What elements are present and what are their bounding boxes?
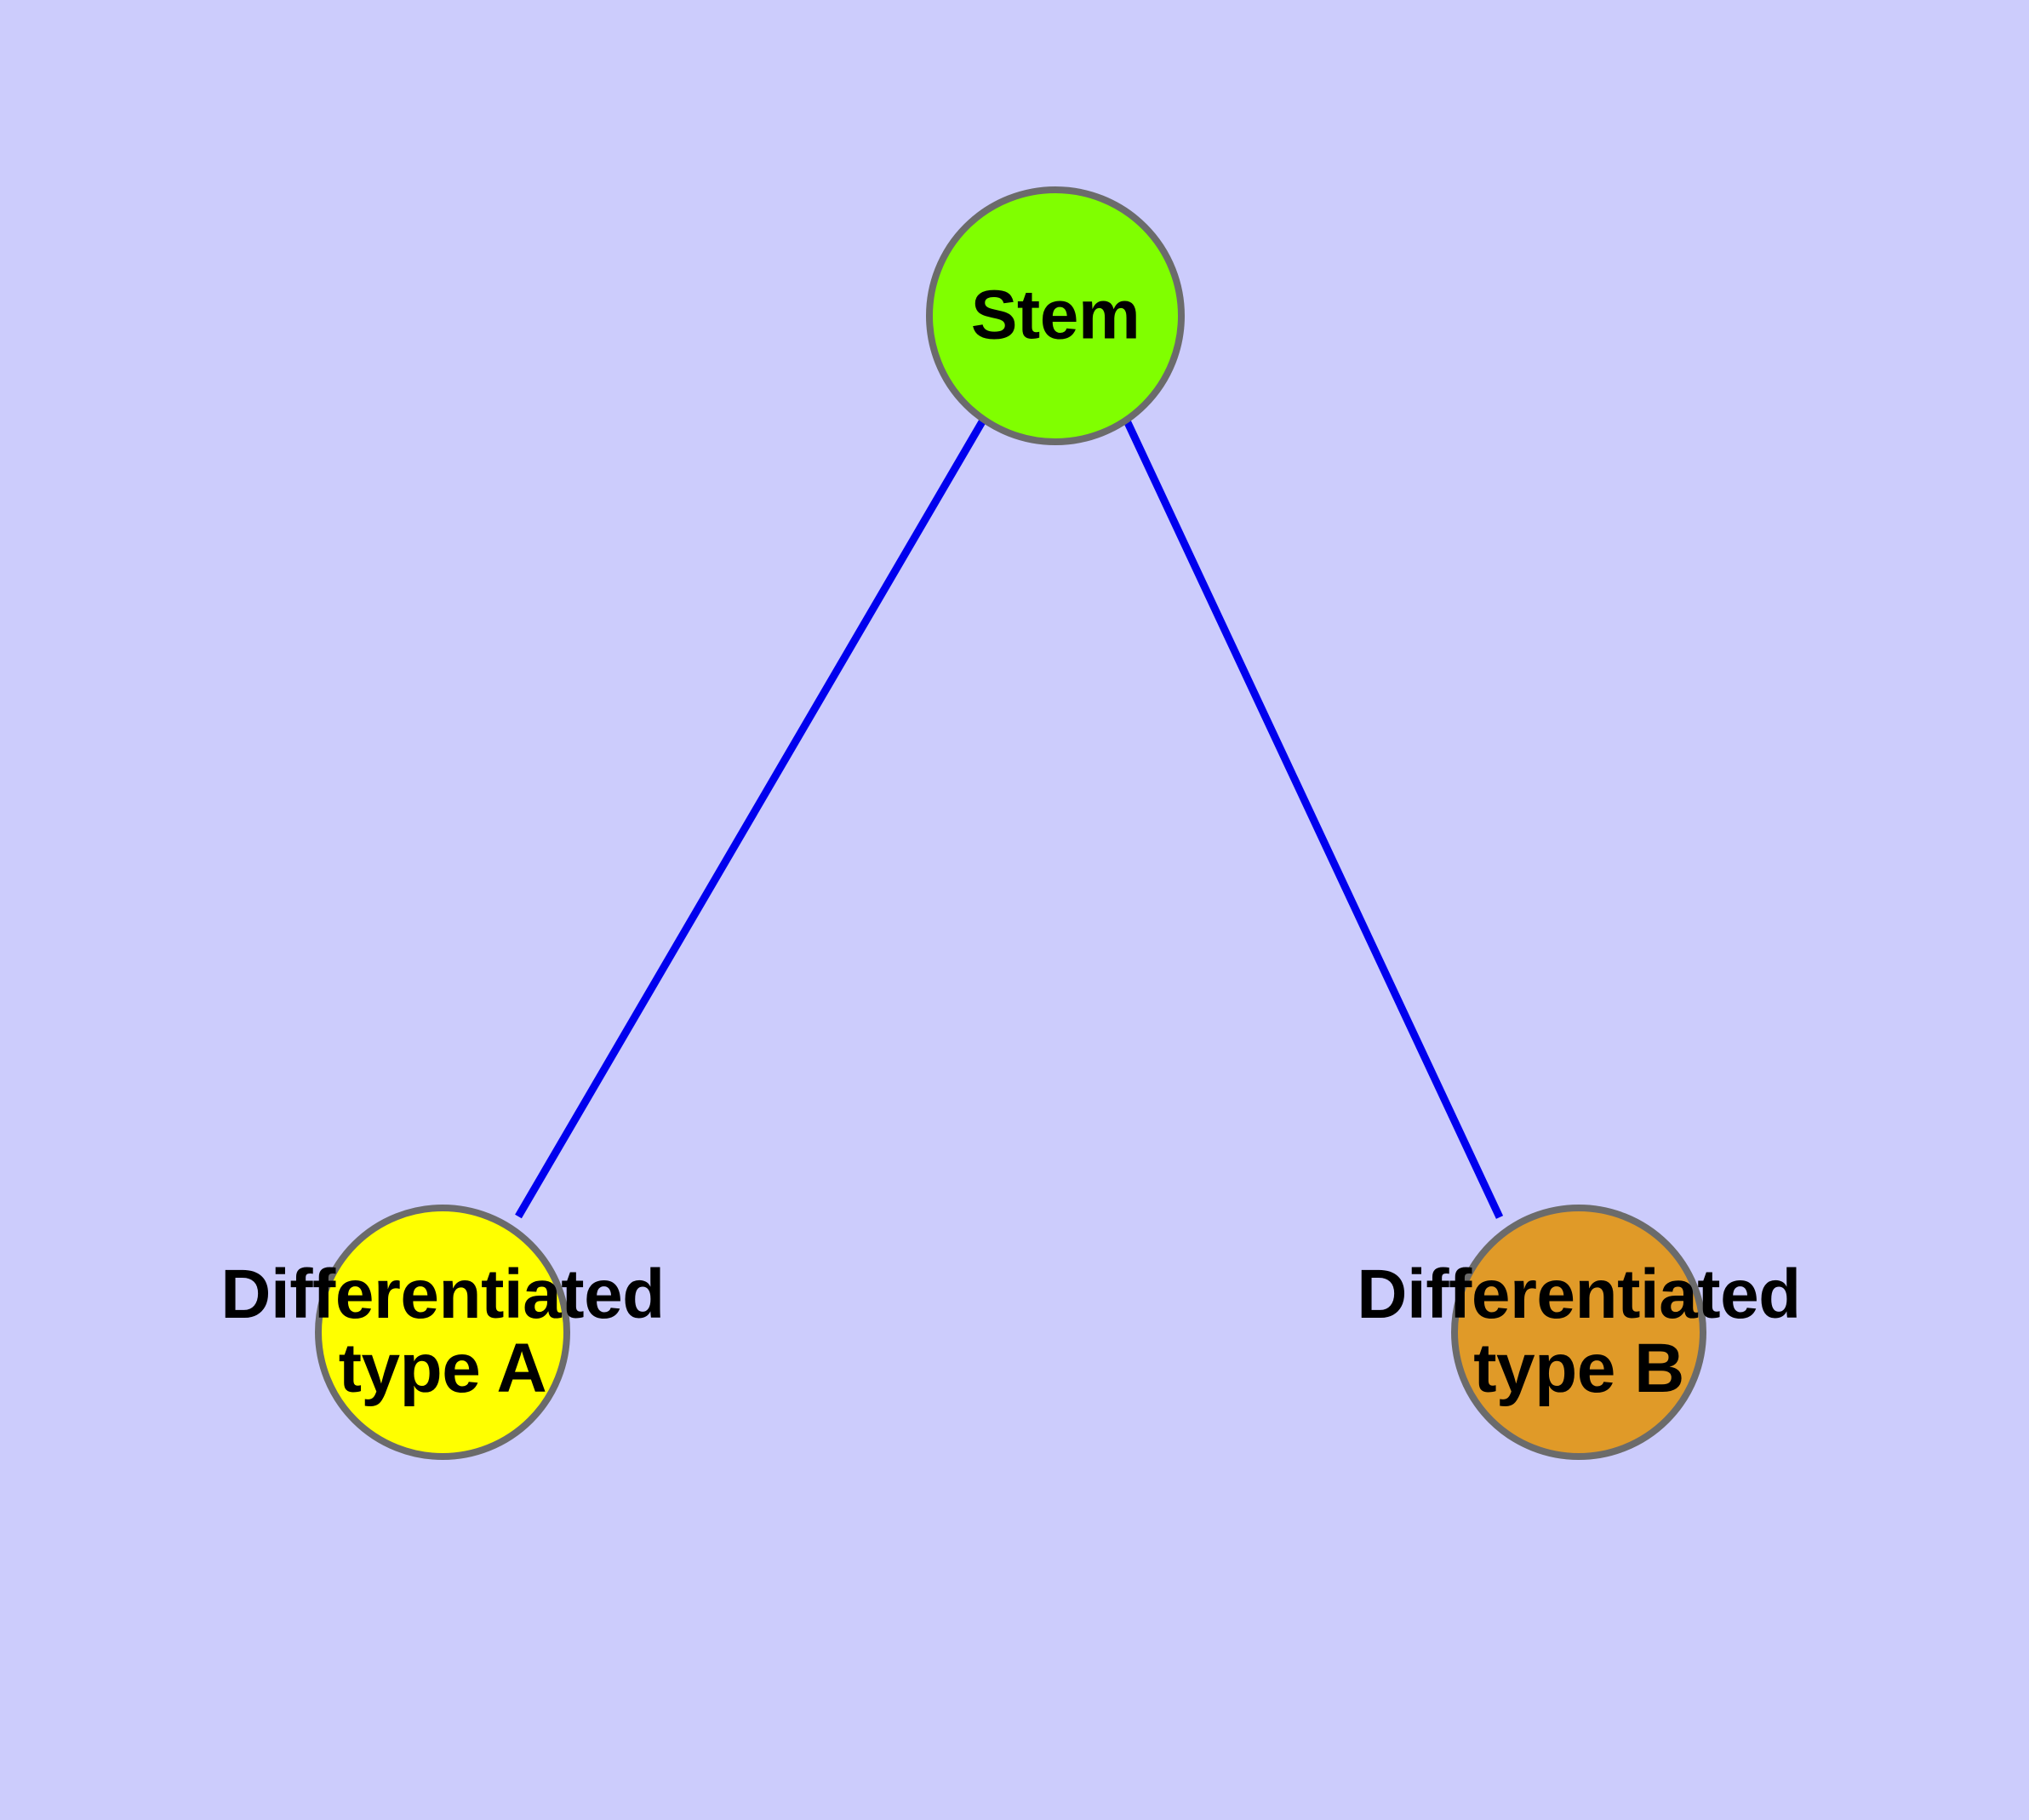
- node-stem[interactable]: [926, 186, 1185, 445]
- edge-stem-to-diff-b[interactable]: [1121, 415, 1504, 1219]
- node-layer: [315, 186, 1706, 1460]
- node-diff-b[interactable]: [1451, 1205, 1706, 1460]
- edge-stem-to-diff-a[interactable]: [515, 416, 987, 1219]
- node-diff-a[interactable]: [315, 1205, 570, 1460]
- edge-layer: [515, 415, 1504, 1219]
